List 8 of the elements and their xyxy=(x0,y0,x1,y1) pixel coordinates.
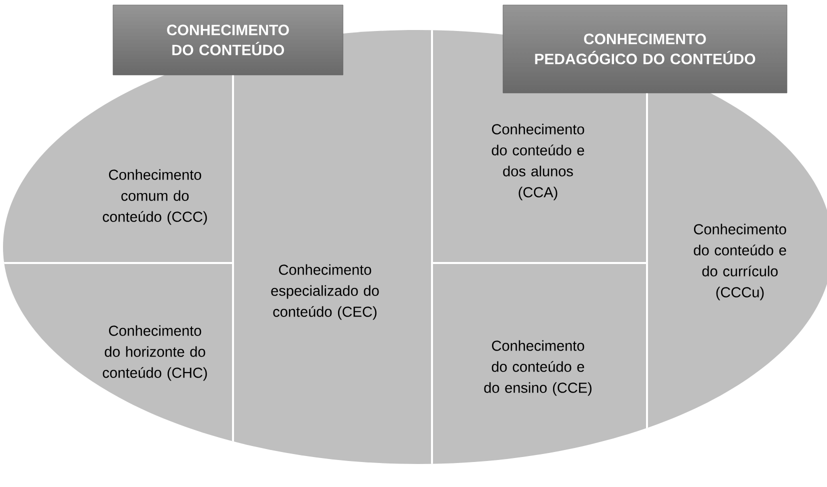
region-label: Conhecimento do conteúdo e do currículo (CCCu) xyxy=(694,224,786,300)
header-box: CONHECIMENTO PEDAGÓGICO DO CONTEÚDO xyxy=(502,4,788,94)
region-label: Conhecimento comum do conteúdo (CCC) xyxy=(102,169,207,225)
header-box: CONHECIMENTO DO CONTEÚDO xyxy=(112,4,344,76)
region-label: Conhecimento especializado do conteúdo (CEC) xyxy=(271,264,379,320)
region-label: Conhecimento do conteúdo e dos alunos (CCA) xyxy=(492,124,584,200)
region-label: Conhecimento do conteúdo e do ensino (CCE) xyxy=(484,340,592,396)
region-label: Conhecimento do horizonte do conteúdo (CHC) xyxy=(102,325,207,381)
